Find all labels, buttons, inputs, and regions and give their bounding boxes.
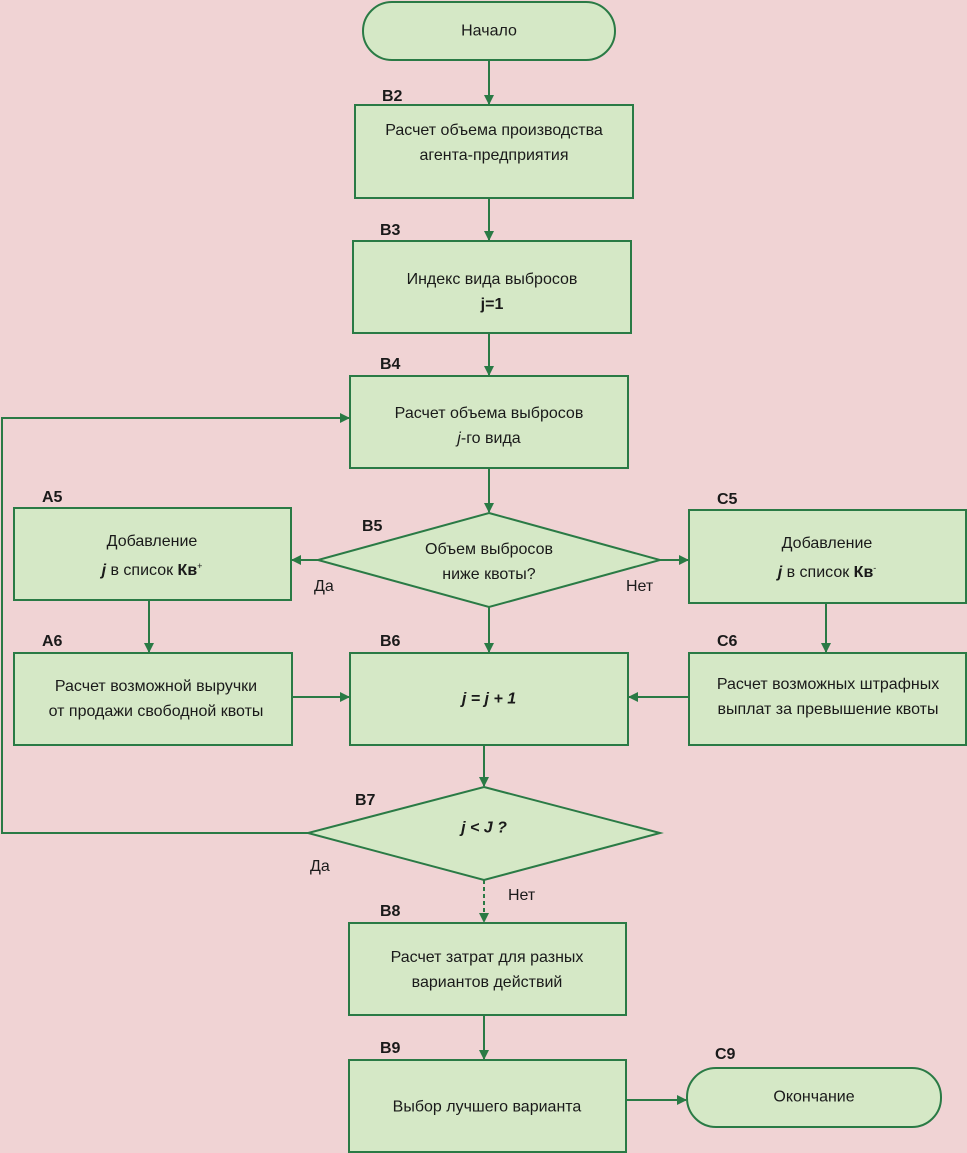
- node-a5: [13, 507, 292, 601]
- b3-line2: j=1: [480, 296, 504, 313]
- label-c9: C9: [715, 1046, 736, 1063]
- b8-text: Расчет затрат для разных вариантов действ…: [391, 945, 584, 995]
- b5-line2: ниже квоты?: [442, 566, 536, 583]
- a6-line1: Расчет возможной выручки: [54, 678, 258, 695]
- start-text: Начало: [461, 22, 517, 40]
- end-text: Окончание: [773, 1088, 855, 1106]
- label-a5: A5: [42, 489, 63, 506]
- label-b7: B7: [355, 792, 376, 809]
- a5-mid: в список: [106, 562, 178, 580]
- label-b9: B9: [380, 1040, 401, 1057]
- b7-text: j < J ?: [461, 819, 507, 837]
- b5-no-label: Нет: [626, 578, 654, 595]
- label-b6: B6: [380, 633, 401, 650]
- b9-text: Выбор лучшего варианта: [392, 1098, 582, 1116]
- a5-list: Кв: [177, 562, 198, 580]
- b2-line2: агента-предприятия: [419, 147, 569, 164]
- b5-yes-label: Да: [314, 578, 334, 595]
- c5-variable: j: [777, 564, 783, 582]
- b2-text: Расчет объема производства агента-предпри…: [385, 118, 603, 168]
- b4-variable: j: [457, 430, 461, 447]
- a5-sup: +: [197, 560, 203, 571]
- node-b3: [352, 240, 632, 334]
- label-a6: A6: [42, 633, 63, 650]
- b4-text: Расчет объема выбросов j-го вида: [395, 401, 584, 451]
- label-b3: B3: [380, 222, 401, 239]
- b6-text: j = j + 1: [461, 690, 517, 708]
- b3-text: Индекс вида выбросов j=1: [407, 267, 578, 317]
- node-a6: [13, 652, 293, 746]
- c5-line1: Добавление: [781, 534, 873, 552]
- b4-line2: -го вида: [460, 430, 521, 447]
- arrow-b7-loop-b4: [1, 413, 350, 834]
- node-b6: [349, 652, 629, 746]
- label-b8: B8: [380, 903, 401, 920]
- label-b2: B2: [382, 88, 403, 105]
- b5-line1: Объем выбросов: [425, 541, 553, 558]
- end-terminal: [686, 1067, 942, 1128]
- a5-text: Добавление j в список Кв+: [102, 529, 203, 583]
- b7-no-label: Нет: [508, 887, 536, 904]
- c5-list: Кв: [853, 564, 874, 582]
- b8-line2: вариантов действий: [411, 974, 563, 991]
- node-b9: [348, 1059, 627, 1153]
- a5-line1: Добавление: [106, 532, 198, 550]
- label-b5: B5: [362, 518, 383, 535]
- c6-text: Расчет возможных штрафных выплат за превы…: [717, 672, 939, 722]
- c6-line1: Расчет возможных штрафных: [716, 676, 940, 693]
- c5-sup: -: [873, 562, 877, 573]
- b5-text: Объем выбросов ниже квоты?: [425, 537, 553, 587]
- label-c6: C6: [717, 633, 738, 650]
- c5-text: Добавление j в список Кв-: [778, 531, 877, 585]
- node-c6: [688, 652, 967, 746]
- label-b4: B4: [380, 356, 401, 373]
- b8-line1: Расчет затрат для разных: [390, 949, 584, 966]
- c6-line2: выплат за превышение квоты: [717, 701, 939, 718]
- a5-variable: j: [101, 562, 107, 580]
- label-c5: C5: [717, 491, 738, 508]
- b4-line1: Расчет объема выбросов: [394, 405, 584, 422]
- node-c5: [688, 509, 967, 604]
- b7-yes-label: Да: [310, 858, 330, 875]
- a6-text: Расчет возможной выручки от продажи свобо…: [49, 674, 264, 724]
- b2-line1: Расчет объема производства: [385, 122, 603, 139]
- a6-line2: от продажи свободной квоты: [48, 703, 264, 720]
- node-b8: [348, 922, 627, 1016]
- b3-line1: Индекс вида выбросов: [406, 271, 578, 288]
- c5-mid: в список: [782, 564, 854, 582]
- node-b4: [349, 375, 629, 469]
- node-b2: [354, 104, 634, 199]
